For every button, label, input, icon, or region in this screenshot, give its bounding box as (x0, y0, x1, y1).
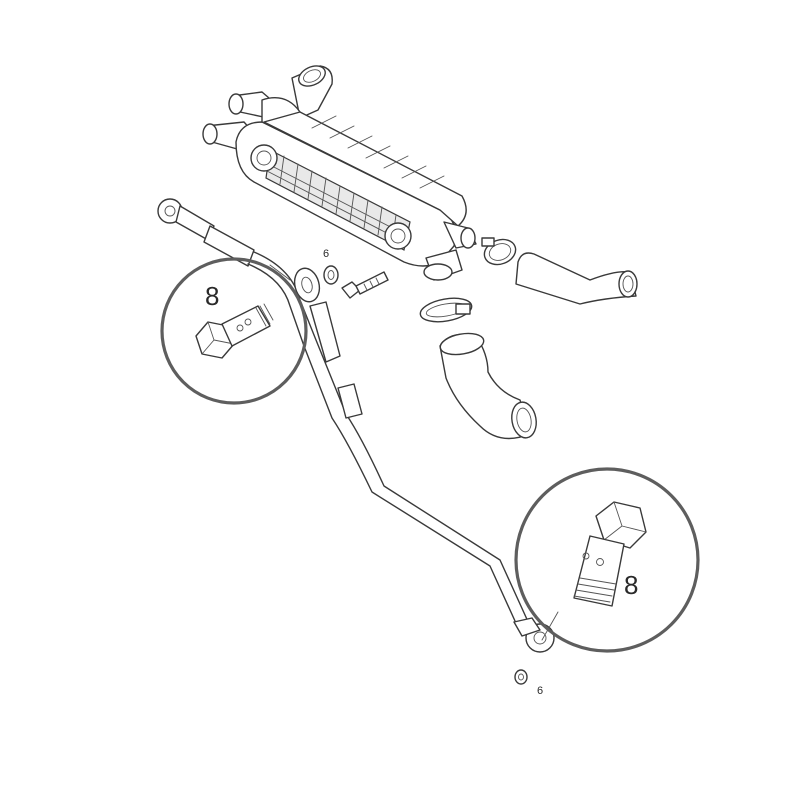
banjo-eye-top (293, 267, 321, 303)
callout-label-top-washer: 6 (323, 248, 329, 260)
cooler-fins (311, 115, 445, 189)
hex-bolt-small (341, 271, 389, 299)
detail-circle-top (160, 257, 308, 405)
callout-label-bottom-bolt: 8 (624, 570, 638, 600)
banjo-bolt-top-icon (195, 303, 274, 359)
coolant-hose-elbow (439, 332, 537, 440)
oil-pipe (157, 198, 555, 653)
banjo-bolt-bottom-icon (573, 501, 647, 607)
hose-clamp-right (481, 237, 517, 266)
callout-label-top-bolt: 8 (205, 281, 219, 311)
cooler-grid (266, 155, 409, 244)
hose-clamp-center (419, 297, 473, 323)
sealing-washer-bottom (514, 669, 528, 685)
detail-circle-bottom (514, 467, 700, 653)
assembly-leader-line (541, 611, 559, 641)
coolant-hose-right (515, 252, 638, 305)
sealing-washer-top (323, 265, 339, 285)
oil-cooler (202, 65, 477, 281)
callout-label-bottom-washer: 6 (537, 685, 543, 697)
